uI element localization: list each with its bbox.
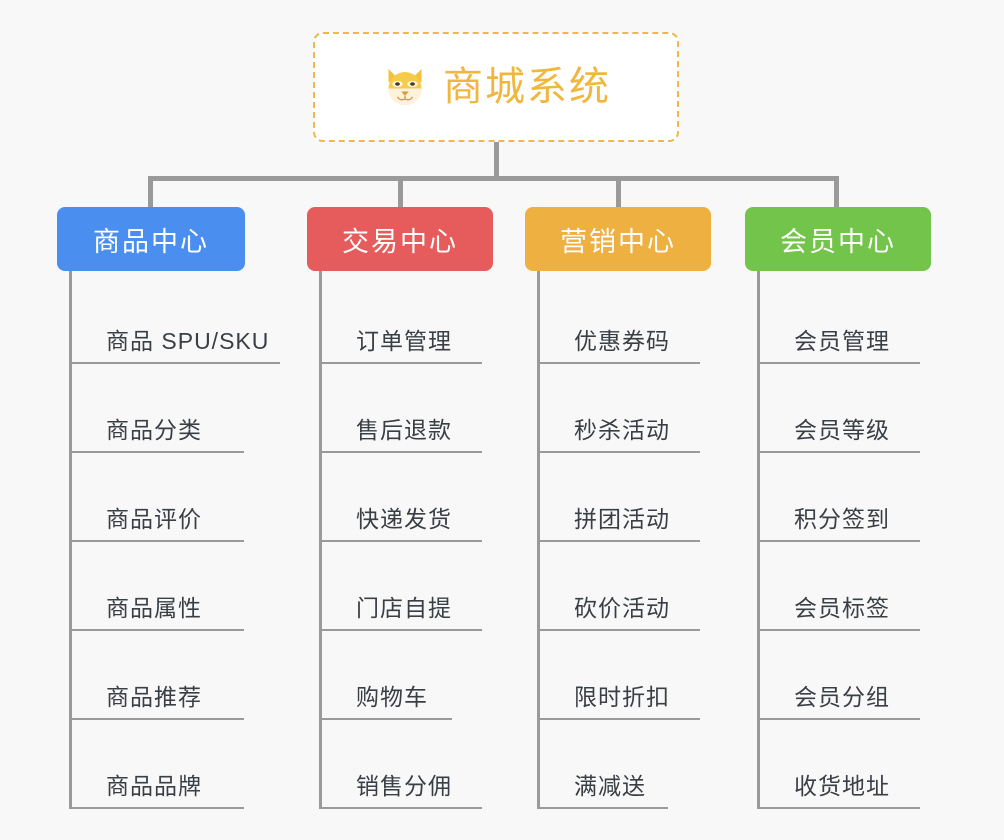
leaf-item[interactable]: 积分签到: [760, 453, 920, 542]
leaf-item[interactable]: 订单管理: [322, 275, 482, 364]
leaf-label: 会员等级: [794, 417, 890, 443]
leaf-label: 会员管理: [794, 328, 890, 354]
branch-header-trade-center[interactable]: 交易中心: [307, 207, 493, 271]
branch-marketing-center: 营销中心 优惠券码 秒杀活动 拼团活动 砍价活动 限时折扣 满减送: [525, 207, 711, 809]
leaf-label: 购物车: [356, 684, 428, 710]
leaf-item[interactable]: 售后退款: [322, 364, 482, 453]
connector-drop-3: [616, 176, 621, 207]
leaf-label: 积分签到: [794, 506, 890, 532]
leaf-label: 会员标签: [794, 595, 890, 621]
leaf-item[interactable]: 商品属性: [72, 542, 244, 631]
leaf-label: 商品评价: [106, 506, 202, 532]
leaf-label: 满减送: [574, 773, 646, 799]
leaf-label: 销售分佣: [356, 773, 452, 799]
leaf-item[interactable]: 砍价活动: [540, 542, 700, 631]
connector-drop-2: [398, 176, 403, 207]
leaf-label: 门店自提: [356, 595, 452, 621]
leaf-list-marketing-center: 优惠券码 秒杀活动 拼团活动 砍价活动 限时折扣 满减送: [537, 271, 711, 809]
leaf-item[interactable]: 限时折扣: [540, 631, 700, 720]
connector-root-stem: [494, 142, 499, 179]
connector-horizontal-bus: [148, 176, 839, 181]
connector-drop-1: [148, 176, 153, 207]
leaf-item[interactable]: 秒杀活动: [540, 364, 700, 453]
branch-title: 商品中心: [93, 226, 209, 257]
root-title: 商城系统: [443, 65, 611, 109]
branch-header-member-center[interactable]: 会员中心: [745, 207, 931, 271]
leaf-item[interactable]: 会员分组: [760, 631, 920, 720]
leaf-label: 限时折扣: [574, 684, 670, 710]
leaf-item[interactable]: 收货地址: [760, 720, 920, 809]
leaf-item[interactable]: 满减送: [540, 720, 668, 809]
leaf-label: 拼团活动: [574, 506, 670, 532]
leaf-item[interactable]: 会员标签: [760, 542, 920, 631]
leaf-list-member-center: 会员管理 会员等级 积分签到 会员标签 会员分组 收货地址: [757, 271, 931, 809]
shiba-dog-icon: [388, 69, 422, 105]
leaf-item[interactable]: 商品评价: [72, 453, 244, 542]
leaf-item[interactable]: 拼团活动: [540, 453, 700, 542]
leaf-item[interactable]: 优惠券码: [540, 275, 700, 364]
leaf-item[interactable]: 商品品牌: [72, 720, 244, 809]
leaf-item[interactable]: 购物车: [322, 631, 452, 720]
leaf-item[interactable]: 商品分类: [72, 364, 244, 453]
leaf-item[interactable]: 销售分佣: [322, 720, 482, 809]
leaf-label: 收货地址: [794, 773, 890, 799]
branch-title: 交易中心: [342, 226, 458, 257]
leaf-label: 优惠券码: [574, 328, 670, 354]
leaf-label: 商品分类: [106, 417, 202, 443]
leaf-label: 商品属性: [106, 595, 202, 621]
leaf-label: 商品 SPU/SKU: [106, 328, 270, 354]
branch-header-marketing-center[interactable]: 营销中心: [525, 207, 711, 271]
leaf-item[interactable]: 会员等级: [760, 364, 920, 453]
connector-drop-4: [834, 176, 839, 207]
leaf-label: 会员分组: [794, 684, 890, 710]
root-node[interactable]: 商城系统: [313, 32, 679, 142]
branch-title: 会员中心: [780, 226, 896, 257]
branch-header-product-center[interactable]: 商品中心: [57, 207, 245, 271]
leaf-item[interactable]: 商品 SPU/SKU: [72, 275, 280, 364]
branch-member-center: 会员中心 会员管理 会员等级 积分签到 会员标签 会员分组 收货地址: [745, 207, 931, 809]
leaf-item[interactable]: 快递发货: [322, 453, 482, 542]
leaf-list-product-center: 商品 SPU/SKU 商品分类 商品评价 商品属性 商品推荐 商品品牌: [69, 271, 280, 809]
leaf-label: 砍价活动: [574, 595, 670, 621]
leaf-label: 商品推荐: [106, 684, 202, 710]
leaf-label: 商品品牌: [106, 773, 202, 799]
leaf-label: 快递发货: [356, 506, 452, 532]
branch-product-center: 商品中心 商品 SPU/SKU 商品分类 商品评价 商品属性 商品推荐 商品品牌: [57, 207, 280, 809]
leaf-item[interactable]: 会员管理: [760, 275, 920, 364]
leaf-item[interactable]: 门店自提: [322, 542, 482, 631]
branch-title: 营销中心: [560, 226, 676, 257]
leaf-list-trade-center: 订单管理 售后退款 快递发货 门店自提 购物车 销售分佣: [319, 271, 493, 809]
branch-trade-center: 交易中心 订单管理 售后退款 快递发货 门店自提 购物车 销售分佣: [307, 207, 493, 809]
leaf-label: 秒杀活动: [574, 417, 670, 443]
leaf-label: 售后退款: [356, 417, 452, 443]
leaf-label: 订单管理: [356, 328, 452, 354]
leaf-item[interactable]: 商品推荐: [72, 631, 244, 720]
